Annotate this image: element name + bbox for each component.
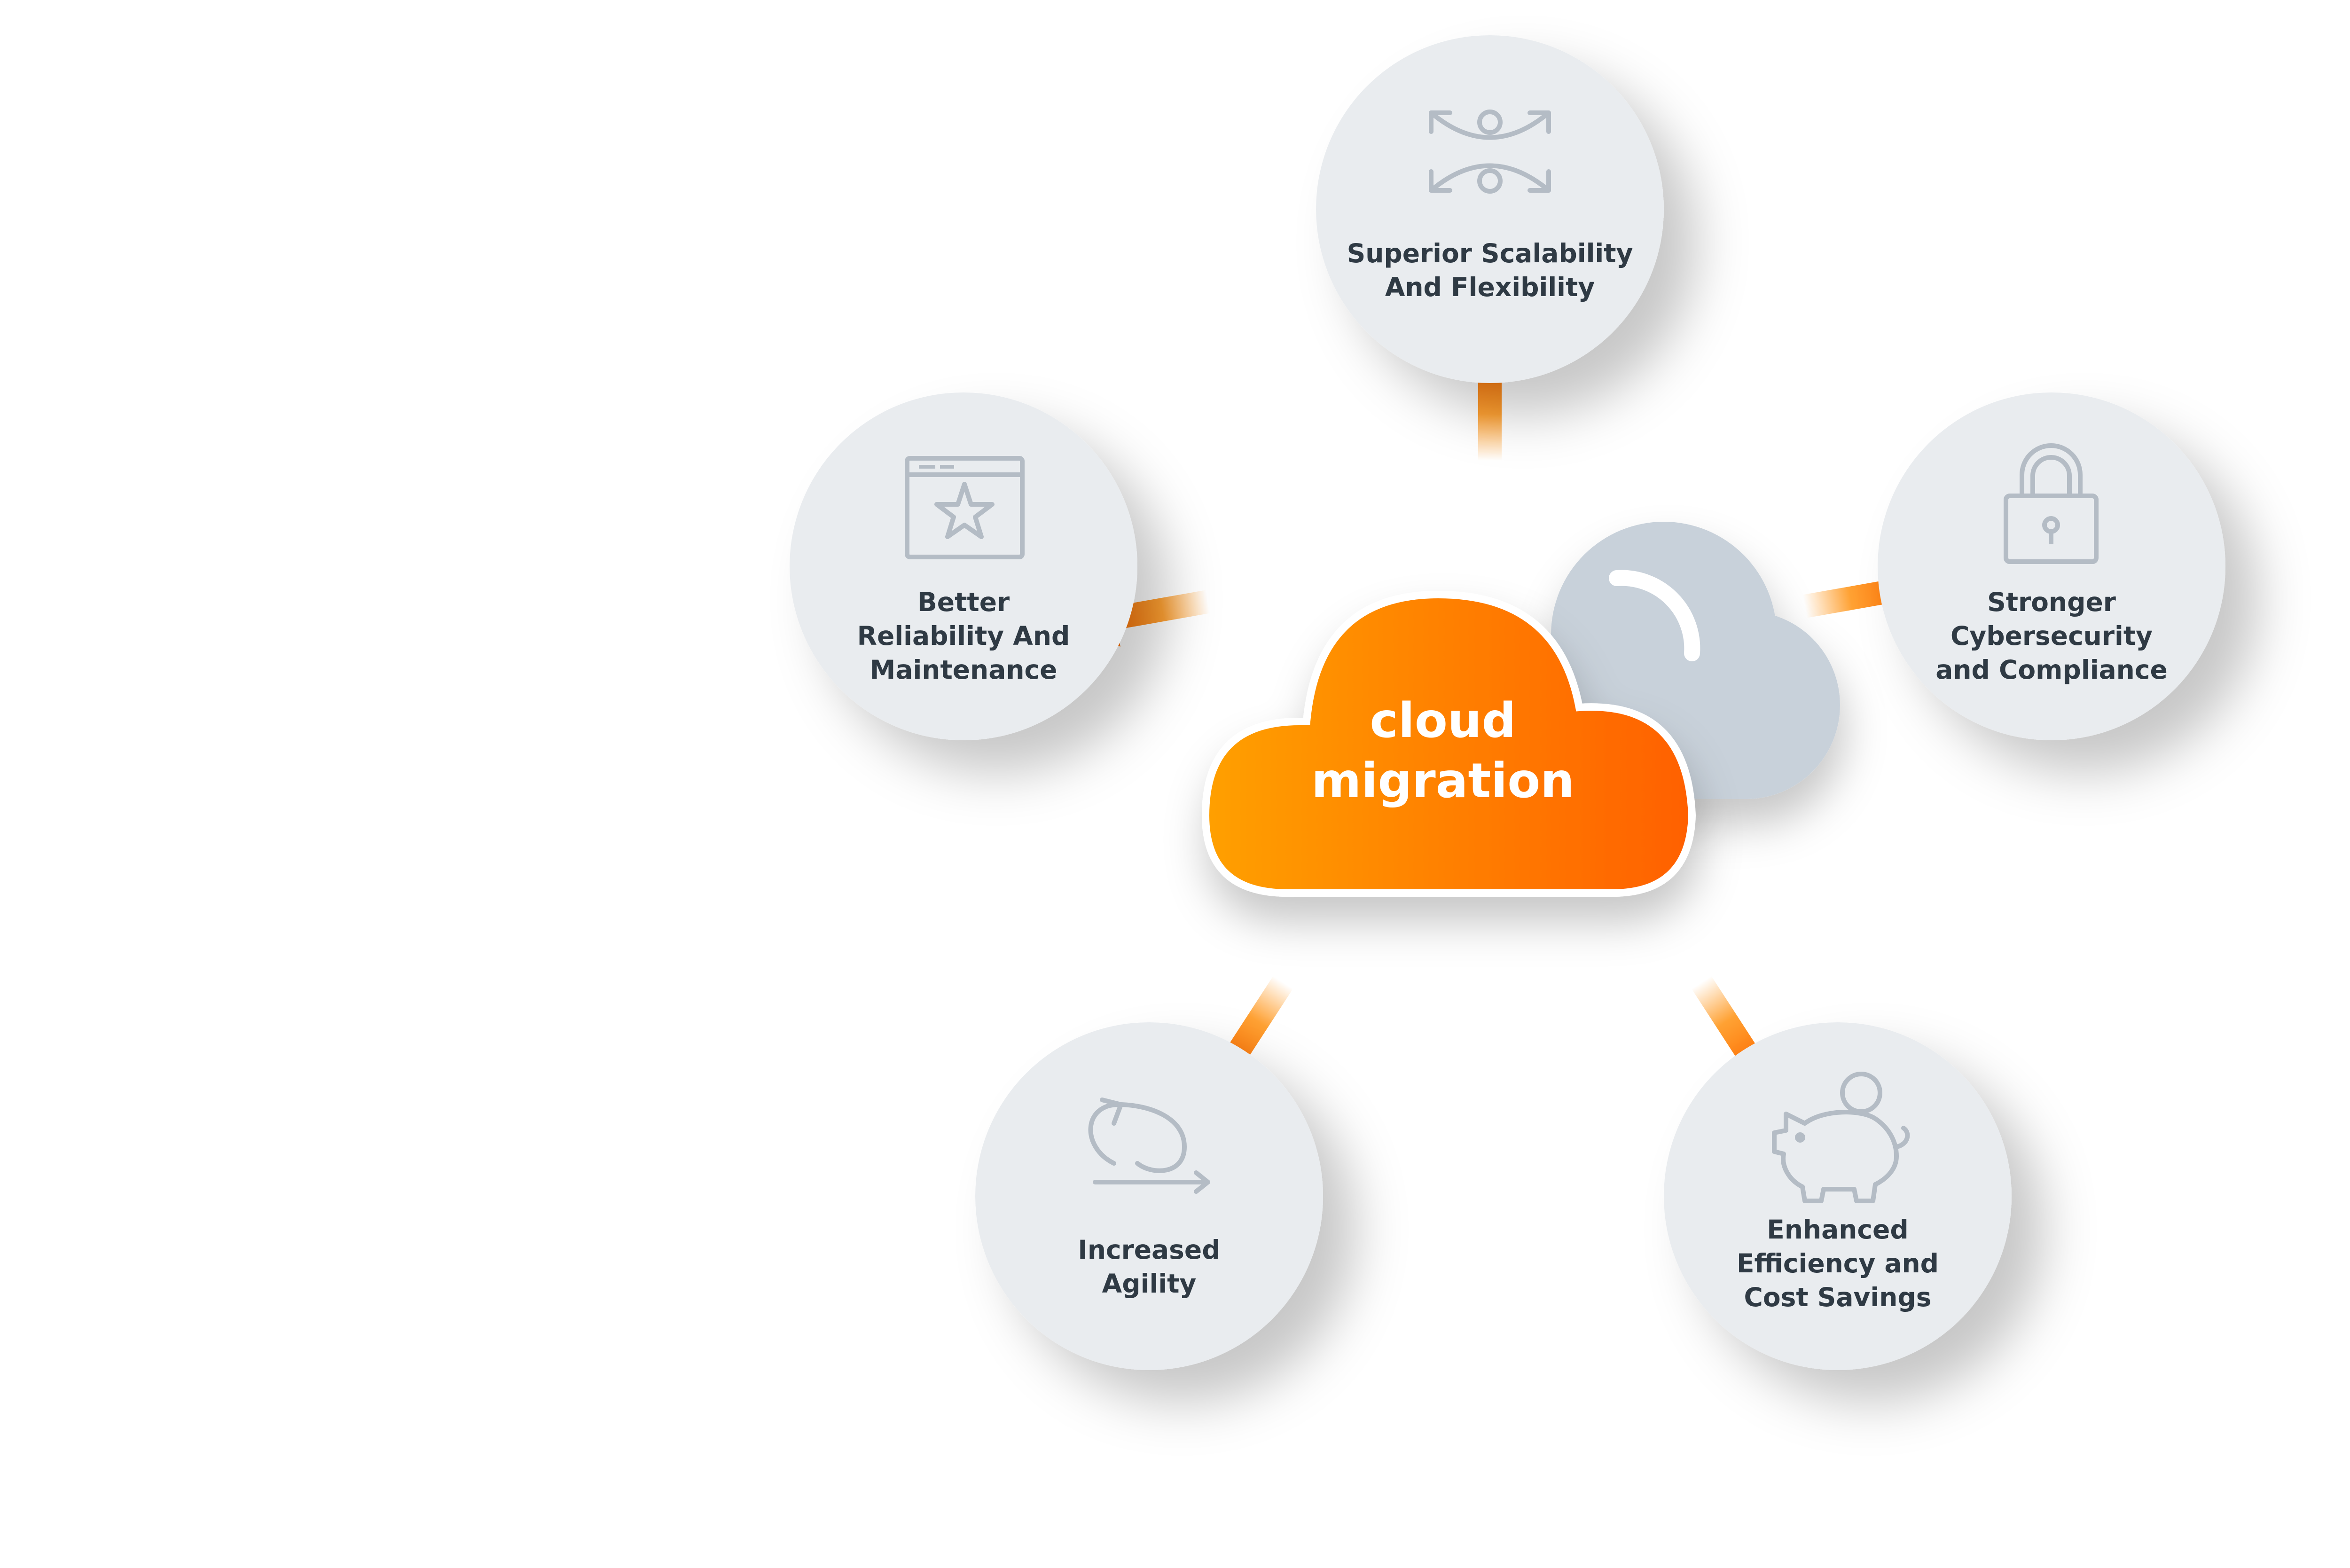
benefit-label-bottom-left: Increased Agility: [1078, 1233, 1220, 1301]
benefit-label-right-line3: and Compliance: [1935, 655, 2168, 685]
agility-loop-icon: [1088, 1098, 1210, 1194]
center-label: cloud migration: [1311, 691, 1574, 811]
benefit-label-top-line2: And Flexibility: [1385, 272, 1595, 302]
benefit-label-bottom-right: Enhanced Efficiency and Cost Savings: [1737, 1213, 1939, 1314]
benefit-label-left-line3: Maintenance: [870, 655, 1058, 685]
benefit-label-left-line1: Better: [917, 587, 1010, 617]
piggy-bank-icon: [1772, 1072, 1910, 1203]
padlock-icon: [2004, 443, 2099, 564]
benefit-label-bottom-left-line1: Increased: [1078, 1235, 1221, 1265]
benefit-label-bottom-right-line3: Cost Savings: [1744, 1282, 1932, 1312]
benefit-circle-left: [790, 392, 1137, 740]
benefit-label-top: Superior Scalability And Flexibility: [1347, 236, 1633, 304]
benefit-label-bottom-left-line2: Agility: [1102, 1269, 1197, 1299]
center-label-line1: cloud: [1370, 693, 1516, 749]
benefit-label-right-line2: Cybersecurity: [1950, 621, 2153, 651]
benefit-circle-top: [1316, 35, 1664, 383]
benefit-circle-bottom-right: [1664, 1022, 2012, 1370]
center-label-line2: migration: [1311, 753, 1574, 809]
benefit-label-top-line1: Superior Scalability: [1347, 238, 1633, 268]
benefit-label-right-line1: Stronger: [1987, 587, 2116, 617]
orange-cloud: [1201, 590, 1696, 897]
benefit-label-left: Better Reliability And Maintenance: [857, 585, 1070, 687]
benefit-label-left-line2: Reliability And: [857, 621, 1070, 651]
star-window-icon: [905, 456, 1025, 559]
benefit-label-bottom-right-line1: Enhanced: [1767, 1215, 1909, 1245]
benefit-label-bottom-right-line2: Efficiency and: [1736, 1248, 1939, 1278]
grey-cloud: [1551, 522, 1840, 799]
scalability-arrows-icon: [1429, 110, 1551, 194]
benefit-circle-right: [1878, 392, 2225, 740]
benefit-label-right: Stronger Cybersecurity and Compliance: [1935, 585, 2168, 687]
benefit-circle-bottom-left: [975, 1022, 1323, 1370]
